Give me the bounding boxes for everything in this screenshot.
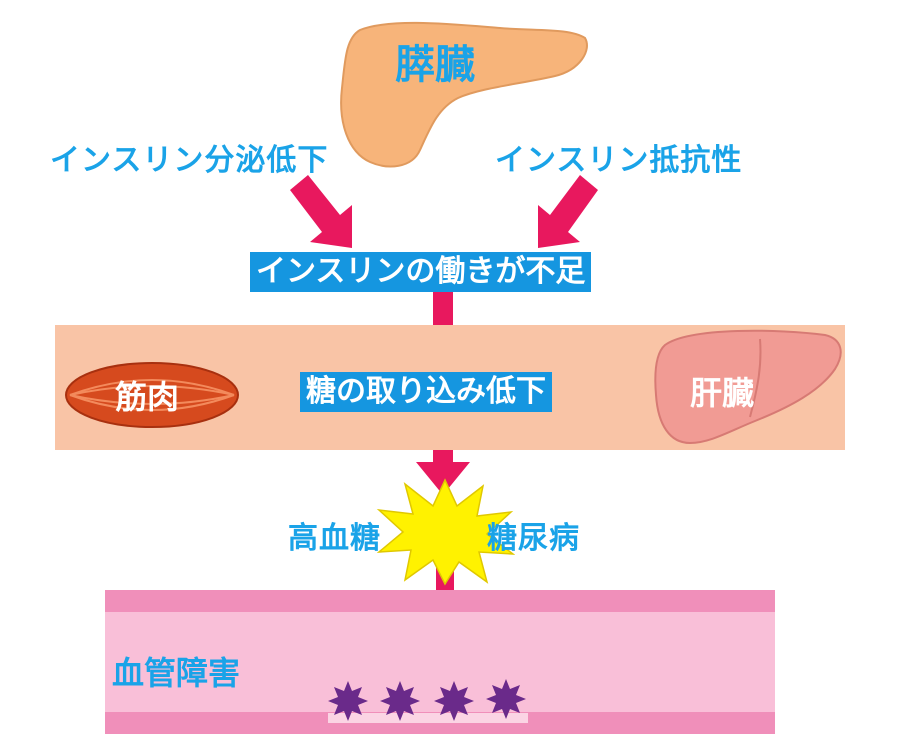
glucose-uptake-box: 糖の取り込み低下 — [300, 372, 552, 412]
insulin-deficiency-box: インスリンの働きが不足 — [250, 252, 592, 292]
vessel-lumen — [105, 612, 775, 712]
diabetes-text: 糖尿病 — [487, 521, 580, 556]
muscle-icon — [65, 362, 239, 428]
liver-label: 肝臓 — [690, 374, 755, 412]
plaque-icon — [328, 681, 368, 721]
arrow-right-diagonal — [538, 175, 598, 248]
liver-icon — [654, 329, 842, 445]
plaque-icon — [434, 681, 474, 721]
starburst-icon — [376, 478, 515, 586]
left-cause-text: インスリン分泌低下 — [50, 143, 329, 178]
muscle-label: 筋肉 — [115, 378, 180, 416]
hyperglycemia-text: 高血糖 — [288, 521, 381, 556]
arrow-left-diagonal — [290, 175, 352, 248]
pancreas-icon — [340, 21, 588, 168]
pancreas-label: 膵臓 — [395, 42, 475, 88]
arrow-down-2 — [416, 412, 470, 495]
right-cause-text: インスリン抵抗性 — [495, 143, 743, 178]
plaque-layer — [328, 679, 528, 723]
plaque-icon — [380, 681, 420, 721]
vessel-damage-label: 血管障害 — [112, 654, 241, 692]
plaque-icon — [486, 679, 526, 719]
vessel-wall-top — [105, 590, 775, 612]
